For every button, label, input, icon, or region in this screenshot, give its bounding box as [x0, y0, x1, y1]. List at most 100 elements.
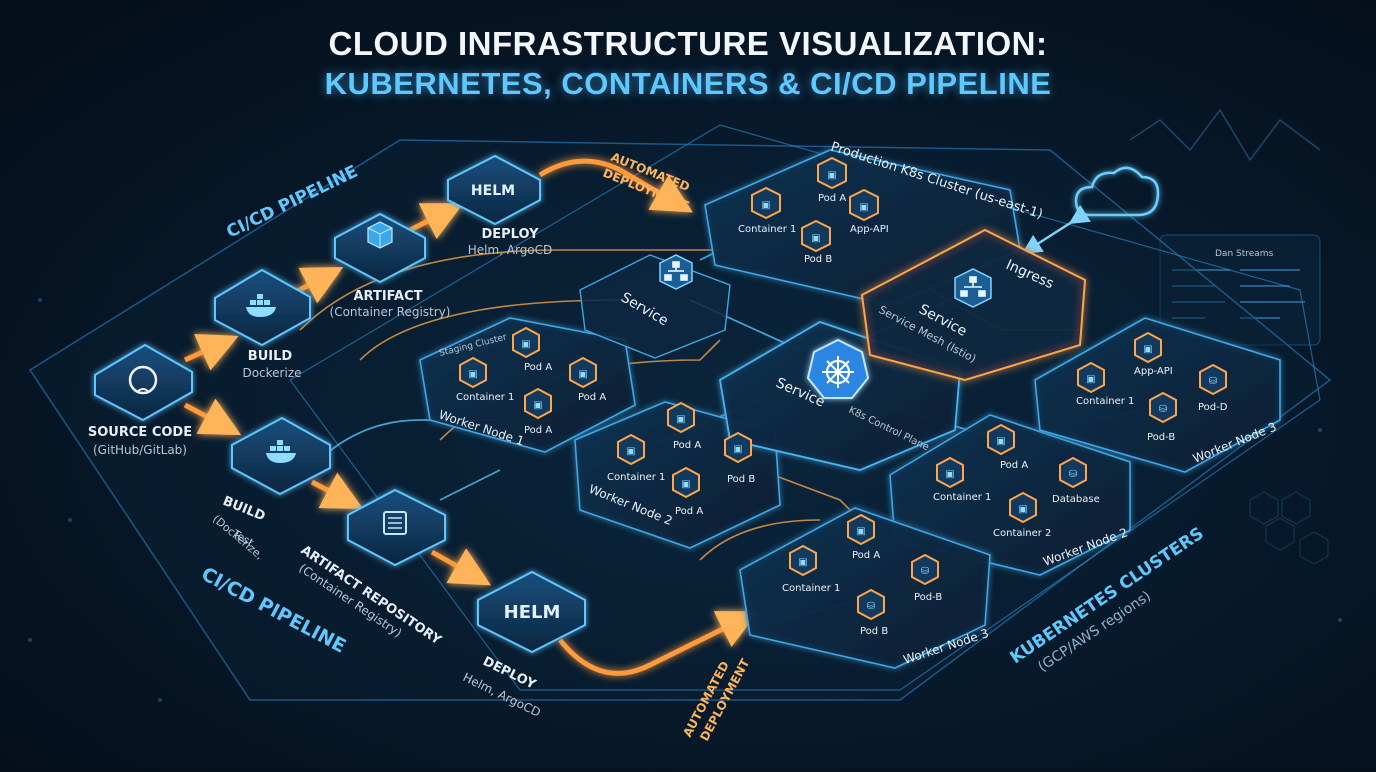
cube-icon [367, 221, 393, 249]
pod-hex[interactable]: ▣ [849, 188, 879, 222]
wn1-container-label: Container 1 [456, 392, 514, 403]
pod-hex[interactable]: ▣ [459, 356, 487, 389]
svg-text:▣: ▣ [578, 369, 587, 380]
svg-text:⛁: ⛁ [1159, 404, 1167, 415]
svg-text:▣: ▣ [733, 444, 742, 455]
svg-text:⛁: ⛁ [921, 566, 929, 577]
svg-text:▣: ▣ [1018, 504, 1027, 515]
prod-container-label: Container 1 [738, 224, 796, 235]
pod-hex[interactable]: ▣ [817, 156, 847, 190]
wn1-pod-a2-label: Pod A [578, 392, 606, 403]
wn1-pod-a3-label: Pod A [524, 425, 552, 436]
cloud-link-arrow [1021, 204, 1091, 255]
wn2r-container1-label: Container 1 [933, 492, 991, 503]
pod-hex[interactable]: ▣ [936, 456, 964, 489]
kubernetes-icon [806, 338, 870, 399]
wn2-pod-b-label: Pod B [727, 474, 755, 485]
pod-hex[interactable]: ▣ [847, 513, 875, 546]
side-data-panel: Dan Streams [1159, 234, 1321, 346]
svg-text:⛁: ⛁ [1069, 469, 1077, 480]
svg-text:⛁: ⛁ [1209, 376, 1217, 387]
pods: ▣ Pod A ▣ Container 1 ▣ App-API ▣ Pod B … [456, 156, 1228, 637]
svg-text:▣: ▣ [856, 526, 865, 537]
wn3r-pod-b-label: Pod-B [1147, 432, 1175, 443]
source-code-tile[interactable] [94, 343, 193, 422]
wn3r-pod-d-label: Pod-D [1198, 402, 1228, 413]
service-network-icon [659, 254, 693, 290]
docker-bottom-icon [266, 440, 296, 463]
background-decor [28, 108, 1342, 702]
helm-bottom-icon: HELM [504, 602, 561, 623]
database-hex[interactable]: ⛁ [1059, 456, 1087, 489]
pod-hex[interactable]: ▣ [524, 387, 552, 420]
pod-hex[interactable]: ▣ [1134, 331, 1162, 364]
build-top-subtitle: Dockerize [242, 366, 301, 380]
wn3b-pod-b2-label: Pod B [860, 626, 888, 637]
page-subtitle: KUBERNETES, CONTAINERS & CI/CD PIPELINE [324, 66, 1052, 101]
pod-hex[interactable]: ▣ [987, 423, 1015, 456]
pod-hex[interactable]: ▣ [672, 466, 700, 499]
github-icon [128, 365, 158, 395]
prod-pod-a-label: Pod A [818, 193, 846, 204]
wn2-container-label: Container 1 [607, 472, 665, 483]
pod-hex[interactable]: ▣ [751, 186, 781, 220]
svg-text:⛁: ⛁ [867, 601, 875, 612]
source-code-title: SOURCE CODE [88, 425, 192, 440]
database-hex[interactable]: ⛁ [911, 553, 939, 586]
svg-text:▣: ▣ [1143, 344, 1152, 355]
title-block: CLOUD INFRASTRUCTURE VISUALIZATION: KUBE… [0, 24, 1376, 104]
svg-text:▣: ▣ [626, 446, 635, 457]
wn3r-container-label: Container 1 [1076, 396, 1134, 407]
pod-hex[interactable]: ▣ [667, 401, 695, 434]
pod-hex[interactable]: ▣ [569, 356, 597, 389]
pod-hex[interactable]: ▣ [724, 431, 752, 464]
database-hex[interactable]: ⛁ [1199, 363, 1227, 396]
pod-hex[interactable]: ▣ [1077, 361, 1105, 394]
svg-text:▣: ▣ [521, 339, 530, 350]
wn3b-container-label: Container 1 [782, 583, 840, 594]
wn3r-app-api-label: App-API [1134, 366, 1173, 377]
pipeline-tiles: HELM HELM [94, 154, 586, 654]
svg-text:▣: ▣ [945, 469, 954, 480]
svg-text:▣: ▣ [681, 479, 690, 490]
pod-hex[interactable]: ▣ [789, 544, 817, 577]
wn2r-container2-label: Container 2 [993, 528, 1051, 539]
build-top-title: BUILD [248, 349, 293, 364]
container-icon: ▣ [859, 202, 868, 213]
source-code-subtitle: (GitHub/GitLab) [93, 443, 187, 457]
deploy-top-tile[interactable] [447, 154, 541, 226]
side-panel-heading: Dan Streams [1215, 249, 1274, 259]
container-icon: ▣ [827, 170, 836, 181]
database-hex[interactable]: ⛁ [857, 588, 885, 621]
wn2-pod-a2-label: Pod A [675, 506, 703, 517]
wn3b-pod-b1-label: Pod-B [914, 592, 942, 603]
cloud-icon [1074, 166, 1160, 217]
pod-hex[interactable]: ▣ [617, 433, 645, 466]
svg-text:▣: ▣ [468, 369, 477, 380]
wn2-pod-a1-label: Pod A [673, 440, 701, 451]
svg-text:▣: ▣ [533, 400, 542, 411]
helm-top-icon: HELM [471, 183, 515, 199]
ingress-network-icon [954, 268, 992, 308]
artifact-top-title: ARTIFACT [353, 289, 422, 304]
svg-text:▣: ▣ [798, 557, 807, 568]
wn2r-pod-a-label: Pod A [1000, 460, 1028, 471]
wn3b-pod-a-label: Pod A [852, 550, 880, 561]
wn1-pod-a1-label: Pod A [524, 362, 552, 373]
worker-node-2-right: Worker Node 2 [889, 414, 1131, 576]
container-icon: ▣ [811, 233, 820, 244]
deploy-top-title: DEPLOY [481, 227, 539, 242]
database-hex[interactable]: ⛁ [1149, 391, 1177, 424]
pod-hex[interactable]: ▣ [1009, 491, 1037, 524]
svg-text:▣: ▣ [676, 414, 685, 425]
artifact-top-subtitle: (Container Registry) [330, 305, 451, 319]
deploy-bottom-tile[interactable] [477, 570, 586, 654]
pipeline-arrows [183, 158, 759, 676]
pod-hex[interactable]: ▣ [801, 219, 831, 253]
svg-text:▣: ▣ [996, 436, 1005, 447]
deploy-top-subtitle: Helm, ArgoCD [468, 243, 553, 257]
pod-hex[interactable]: ▣ [512, 326, 540, 359]
docker-icon [246, 294, 276, 317]
